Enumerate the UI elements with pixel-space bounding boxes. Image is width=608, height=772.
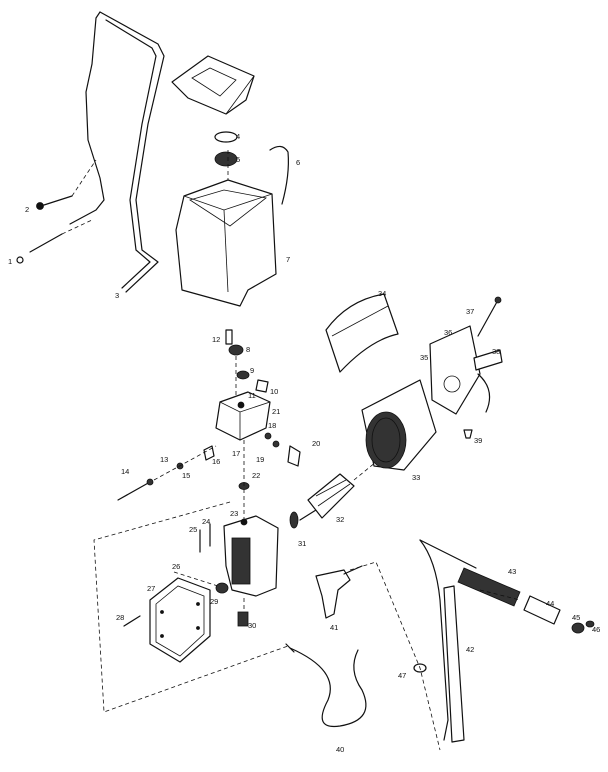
callout-44: 44	[546, 599, 554, 608]
callout-7: 7	[286, 255, 290, 264]
manifold-block	[215, 391, 271, 441]
motor-armature	[299, 461, 377, 521]
callout-34: 34	[378, 289, 386, 298]
callout-25: 25	[189, 525, 197, 534]
paint-roller	[457, 567, 521, 607]
callout-36: 36	[444, 328, 452, 337]
motor-end-cap	[429, 325, 491, 415]
callout-40: 40	[336, 745, 344, 754]
callout-18: 18	[268, 421, 276, 430]
hopper-bucket	[175, 150, 277, 307]
handle-frame	[69, 11, 165, 293]
inlet-fittings	[117, 445, 217, 501]
motor-field-housing	[361, 379, 437, 471]
callout-17: 17	[232, 449, 240, 458]
seal-31	[289, 511, 299, 529]
fitting-12	[225, 329, 244, 356]
callout-22: 22	[252, 471, 260, 480]
callout-42: 42	[466, 645, 474, 654]
callout-28: 28	[116, 613, 124, 622]
callout-1: 1	[8, 257, 12, 266]
callout-6: 6	[296, 158, 300, 167]
callout-38: 38	[492, 347, 500, 356]
valve-fittings	[235, 356, 269, 400]
bolt-1	[16, 219, 93, 264]
roller-caps	[571, 620, 595, 634]
check-valve	[238, 440, 250, 520]
spray-hose	[285, 643, 367, 728]
callout-31: 31	[298, 539, 306, 548]
hopper-hose	[269, 145, 289, 205]
callout-8: 8	[246, 345, 250, 354]
callout-5: 5	[236, 155, 240, 164]
outlet-fittings	[264, 432, 301, 467]
valve-parts	[173, 523, 249, 627]
switch-plate-38	[473, 349, 503, 371]
callout-13: 13	[160, 455, 168, 464]
callout-35: 35	[420, 353, 428, 362]
callout-33: 33	[412, 473, 420, 482]
callout-3: 3	[115, 291, 119, 300]
hopper-filter	[171, 55, 255, 115]
callout-12: 12	[212, 335, 220, 344]
callout-16: 16	[212, 457, 220, 466]
pump-housing	[223, 515, 279, 597]
callout-26: 26	[172, 562, 180, 571]
long-bolt-37	[477, 296, 502, 337]
callout-10: 10	[270, 387, 278, 396]
callout-labels: 1 2 3 4 5 6 7 8 9 10 11 12 13 14 15 16 1…	[8, 132, 600, 754]
callout-29: 29	[210, 597, 218, 606]
callout-20: 20	[312, 439, 320, 448]
callout-46: 46	[592, 625, 600, 634]
callout-32: 32	[336, 515, 344, 524]
callout-11: 11	[248, 391, 256, 400]
callout-30: 30	[248, 621, 256, 630]
callout-2: 2	[25, 205, 29, 214]
callout-39: 39	[474, 436, 482, 445]
callout-24: 24	[202, 517, 210, 526]
spray-gun	[315, 565, 363, 619]
callout-43: 43	[508, 567, 516, 576]
motor-label-band	[325, 293, 399, 373]
bolt-2	[36, 159, 97, 210]
callout-15: 15	[182, 471, 190, 480]
leader-lines	[93, 501, 521, 751]
callout-27: 27	[147, 584, 155, 593]
pump-cover-plate	[123, 577, 211, 663]
callout-14: 14	[121, 467, 129, 476]
o-ring-47	[413, 663, 427, 673]
callout-41: 41	[330, 623, 338, 632]
callout-47: 47	[398, 671, 406, 680]
knob-39	[463, 429, 473, 439]
hopper-nut	[214, 151, 238, 167]
callout-4: 4	[236, 132, 240, 141]
extension-pole	[419, 539, 477, 743]
callout-9: 9	[250, 366, 254, 375]
callout-19: 19	[256, 455, 264, 464]
callout-21: 21	[272, 407, 280, 416]
callout-45: 45	[572, 613, 580, 622]
callout-23: 23	[230, 509, 238, 518]
callout-37: 37	[466, 307, 474, 316]
retaining-ring	[214, 131, 238, 143]
roller-cover	[523, 595, 561, 625]
